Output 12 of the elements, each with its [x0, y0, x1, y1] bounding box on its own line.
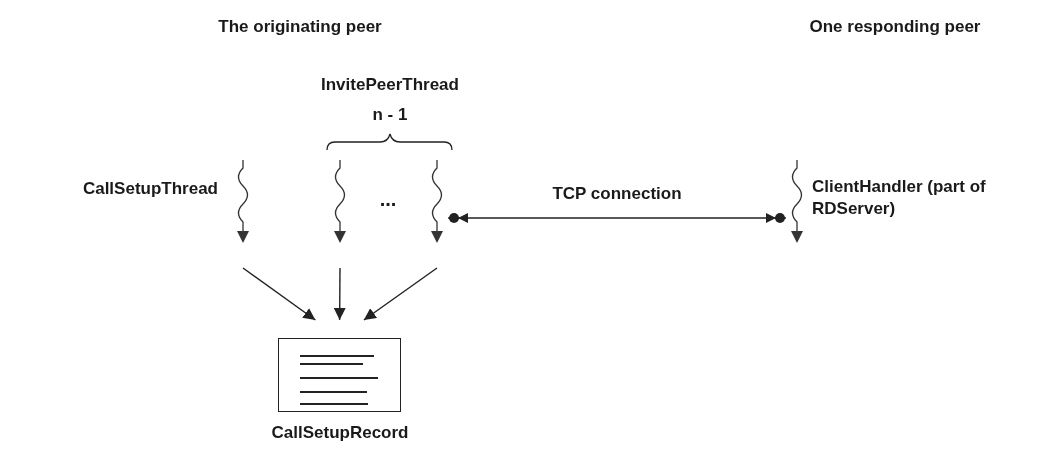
column-heading: The originating peer: [217, 16, 383, 38]
text-label: InvitePeerThread: [320, 74, 460, 96]
arrow: [447, 213, 787, 223]
arrow: [242, 267, 317, 321]
text-label: n - 1: [371, 104, 409, 126]
thread-label: CallSetupThread: [81, 178, 218, 200]
arrow: [363, 267, 438, 321]
thread-label: CallSetupRecord: [270, 422, 410, 444]
column-heading: One responding peer: [808, 16, 982, 38]
thread-label: ClientHandler (part of RDServer): [812, 176, 987, 221]
text-label: ...: [378, 187, 398, 212]
arrow: [333, 267, 346, 321]
